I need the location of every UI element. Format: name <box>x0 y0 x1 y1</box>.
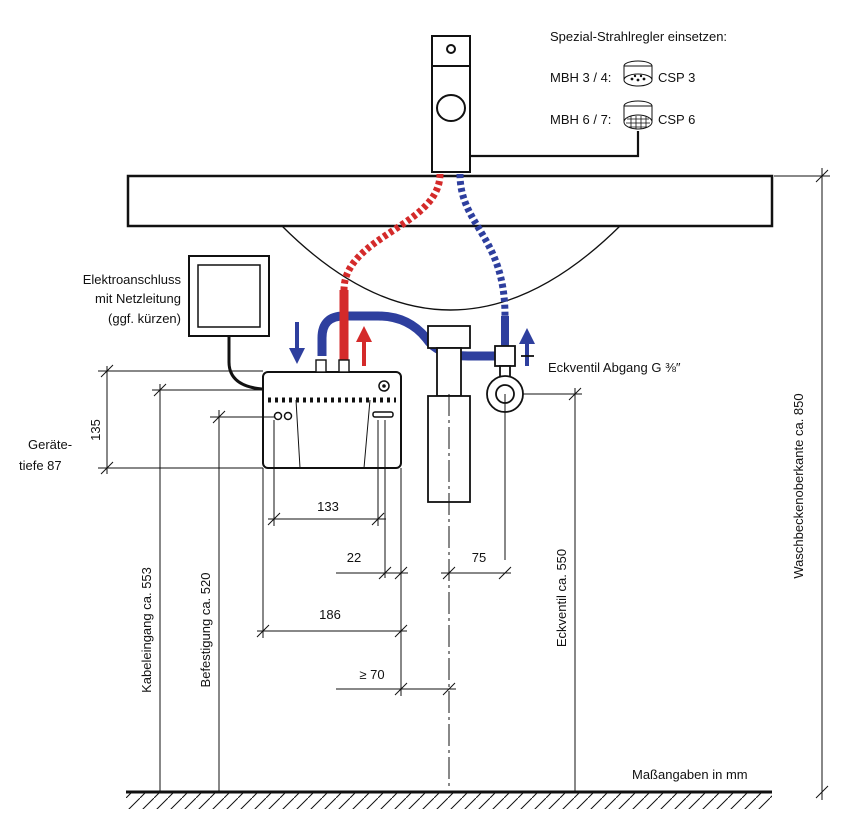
basin-bowl <box>281 225 621 311</box>
units-note: Maßangaben in mm <box>632 767 748 782</box>
dimension-basin-rim-label: Waschbeckenoberkante ca. 850 <box>791 393 806 578</box>
power-label-line3: (ggf. kürzen) <box>108 311 181 326</box>
dimension-22 <box>336 420 408 640</box>
power-outlet-box <box>188 255 270 337</box>
regulator-label-csp6: CSP 6 <box>658 112 695 127</box>
faucet-icon <box>431 35 471 173</box>
dimension-133 <box>267 420 386 526</box>
dimension-cable-entry-label: Kabeleingang ca. 553 <box>139 567 154 693</box>
dimension-22-label: 22 <box>347 550 361 565</box>
dimension-clearance-70 <box>336 640 456 696</box>
dimension-186 <box>256 468 408 638</box>
depth-label-line2: tiefe 87 <box>19 458 62 473</box>
aerator-leader-line <box>456 131 640 158</box>
cold-flex-hose <box>456 173 509 317</box>
model-label-mbh67: MBH 6 / 7: <box>550 112 611 127</box>
water-heater-unit <box>262 359 402 469</box>
dimension-fixing <box>210 410 274 792</box>
aerator-icon <box>623 60 653 87</box>
power-cable <box>227 336 263 391</box>
dimension-fixing-label: Befestigung ca. 520 <box>198 573 213 688</box>
dimension-angle-valve <box>523 387 582 792</box>
dimension-75-label: 75 <box>472 550 486 565</box>
aerator-header-title: Spezial-Strahlregler einsetzen: <box>550 29 727 44</box>
regulator-label-csp3: CSP 3 <box>658 70 695 85</box>
model-label-mbh34: MBH 3 / 4: <box>550 70 611 85</box>
dimension-135-label: 135 <box>88 419 103 441</box>
dimension-angle-valve-label: Eckventil ca. 550 <box>554 549 569 647</box>
dimension-186-label: 186 <box>319 607 341 622</box>
dimension-133-label: 133 <box>317 499 339 514</box>
arrow-down-icon <box>289 322 305 364</box>
power-label-line2: mit Netzleitung <box>95 291 181 306</box>
dimension-basin-rim <box>774 168 830 800</box>
hot-flex-hose <box>340 173 444 291</box>
floor <box>126 790 772 809</box>
arrow-up-icon <box>519 328 535 366</box>
cold-supply-pipe <box>317 311 505 361</box>
aerator-icon <box>623 100 653 130</box>
angle-valve-label: Eckventil Abgang G ⅜″ <box>548 360 681 375</box>
dimension-cable-entry <box>152 383 262 792</box>
dimension-75 <box>441 566 512 580</box>
dimension-clearance-70-label: ≥ 70 <box>359 667 384 682</box>
depth-label-line1: Geräte- <box>28 437 72 452</box>
basin-slab <box>126 174 774 228</box>
arrow-up-icon <box>356 326 372 366</box>
power-label-line1: Elektroanschluss <box>83 272 182 287</box>
dimension-135 <box>98 364 263 475</box>
